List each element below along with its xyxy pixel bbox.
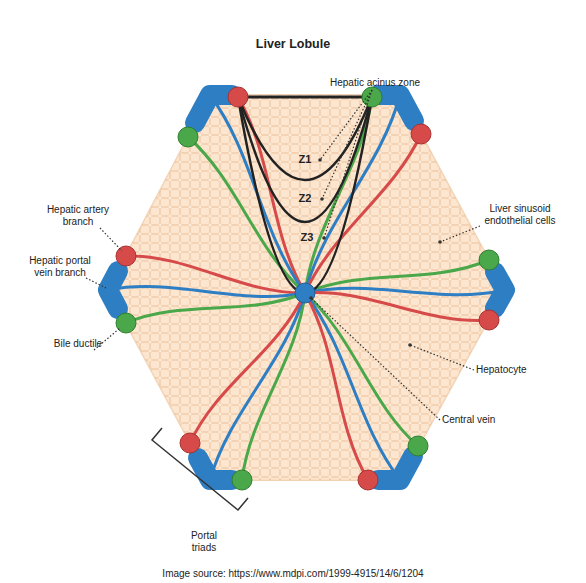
acinus-zone-curve — [238, 97, 372, 293]
leader-dot — [408, 343, 412, 347]
diagram-title: Liver Lobule — [0, 37, 586, 52]
leader-line — [100, 228, 122, 251]
artery-line — [190, 293, 305, 443]
acinus-border — [238, 96, 372, 99]
leader-dot — [309, 296, 313, 300]
portal-triads-bracket — [152, 428, 248, 510]
bile-duct-line — [126, 293, 305, 323]
leader-line — [322, 90, 372, 199]
hepatic-artery-branch — [180, 433, 200, 453]
callout-label: Central vein — [442, 414, 512, 426]
zone-label: Z2 — [290, 192, 320, 204]
artery-line — [238, 97, 305, 293]
leader-dot — [322, 236, 326, 240]
leader-dot — [320, 197, 324, 201]
leader-line — [311, 298, 440, 420]
hepatic-artery-branch — [479, 310, 499, 330]
hepatic-artery-branch — [116, 246, 136, 266]
leader-line — [440, 226, 480, 242]
callout-label: Hepatic artery branch — [33, 204, 123, 228]
leader-dot — [438, 240, 442, 244]
acinus-zone-curve — [238, 97, 372, 180]
leader-line — [86, 278, 106, 288]
image-caption: Image source: https://www.mdpi.com/1999-… — [0, 568, 586, 580]
acinus-zone-curve — [238, 97, 372, 222]
artery-line — [305, 293, 368, 480]
bile-ductile — [479, 250, 499, 270]
central-vein — [295, 283, 315, 303]
zone-label: Z3 — [292, 231, 322, 243]
leader-line — [324, 90, 372, 238]
hepatic-artery-branch — [358, 470, 378, 490]
zone-label: Z1 — [290, 153, 320, 165]
callout-label: Bile ductile — [38, 338, 118, 350]
portal-vein-line — [305, 293, 400, 480]
callout-label: Hepatocyte — [476, 364, 546, 376]
bile-ductile — [232, 470, 252, 490]
artery-line — [305, 293, 489, 321]
portal-vein-branch — [378, 95, 414, 121]
portal-vein-branch — [108, 271, 118, 309]
callout-label: Liver sinusoid endothelial cells — [475, 203, 565, 227]
portal-vein-line — [108, 287, 305, 297]
callout-label: Hepatic portal vein branch — [20, 255, 100, 279]
callout-label: Hepatic acinus zone — [330, 77, 450, 89]
portal-vein-line — [210, 293, 305, 480]
portal-vein-branch — [378, 456, 413, 480]
portal-vein-branch — [198, 458, 232, 480]
hepatic-artery-branch — [228, 87, 248, 107]
bile-ductile — [408, 436, 428, 456]
callout-label: Portal triads — [182, 530, 226, 554]
leader-line — [320, 90, 372, 160]
hepatic-artery-branch — [411, 124, 431, 144]
leader-line — [410, 345, 474, 370]
bile-ductile — [116, 313, 136, 333]
portal-vein-branch — [495, 272, 505, 308]
bile-ductile — [178, 127, 198, 147]
leader-dot — [318, 158, 322, 162]
portal-vein-branch — [195, 95, 232, 123]
